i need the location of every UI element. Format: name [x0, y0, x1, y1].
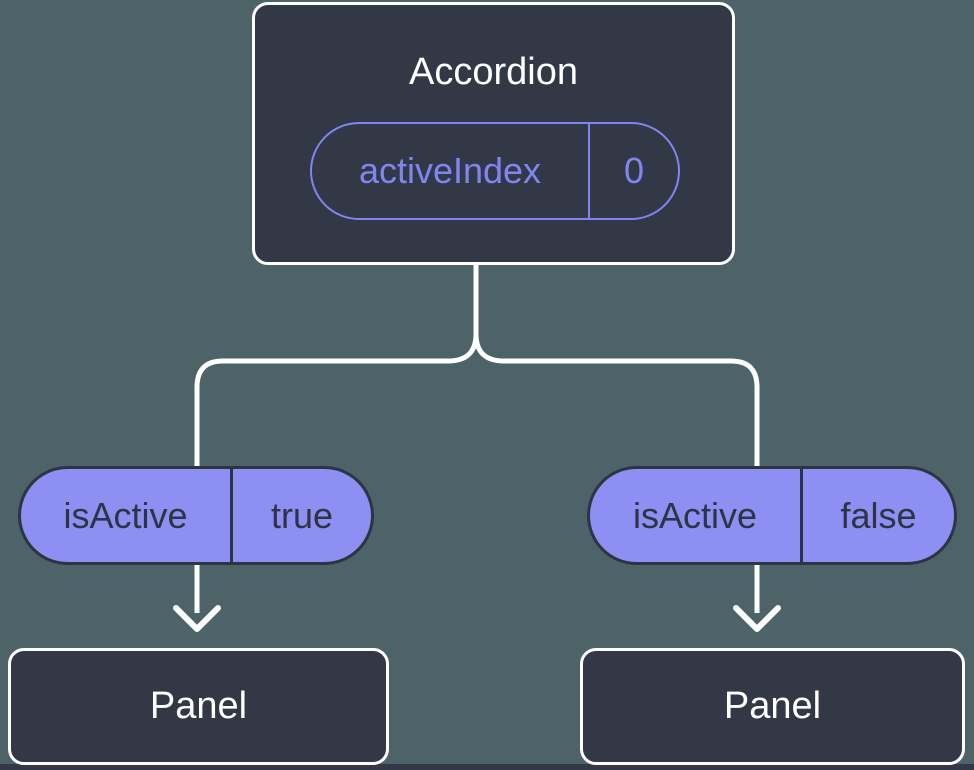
bottom-section-edge [0, 764, 974, 770]
accordion-node-title: Accordion [409, 51, 578, 93]
prop-value-label: false [800, 469, 954, 562]
panel-node-title: Panel [149, 685, 248, 727]
accordion-node: Accordion activeIndex 0 [252, 2, 735, 265]
panel-node-right: Panel [580, 648, 965, 765]
left-arrow-head [173, 605, 221, 632]
prop-value-label: true [230, 469, 371, 562]
active-index-prop-pill: activeIndex 0 [310, 122, 680, 220]
prop-name-label: activeIndex [358, 150, 542, 191]
prop-name-label: isActive [632, 494, 758, 536]
prop-name-label: isActive [63, 494, 188, 536]
right-arrow-head [733, 605, 781, 632]
is-active-prop-pill-right: isActive false [587, 466, 957, 565]
is-active-prop-pill-left: isActive true [18, 466, 374, 565]
prop-value-label: 0 [588, 124, 678, 218]
right-branch-line [473, 333, 760, 466]
panel-node-left: Panel [8, 648, 389, 765]
left-branch-line [194, 333, 479, 466]
panel-node-title: Panel [723, 685, 822, 727]
